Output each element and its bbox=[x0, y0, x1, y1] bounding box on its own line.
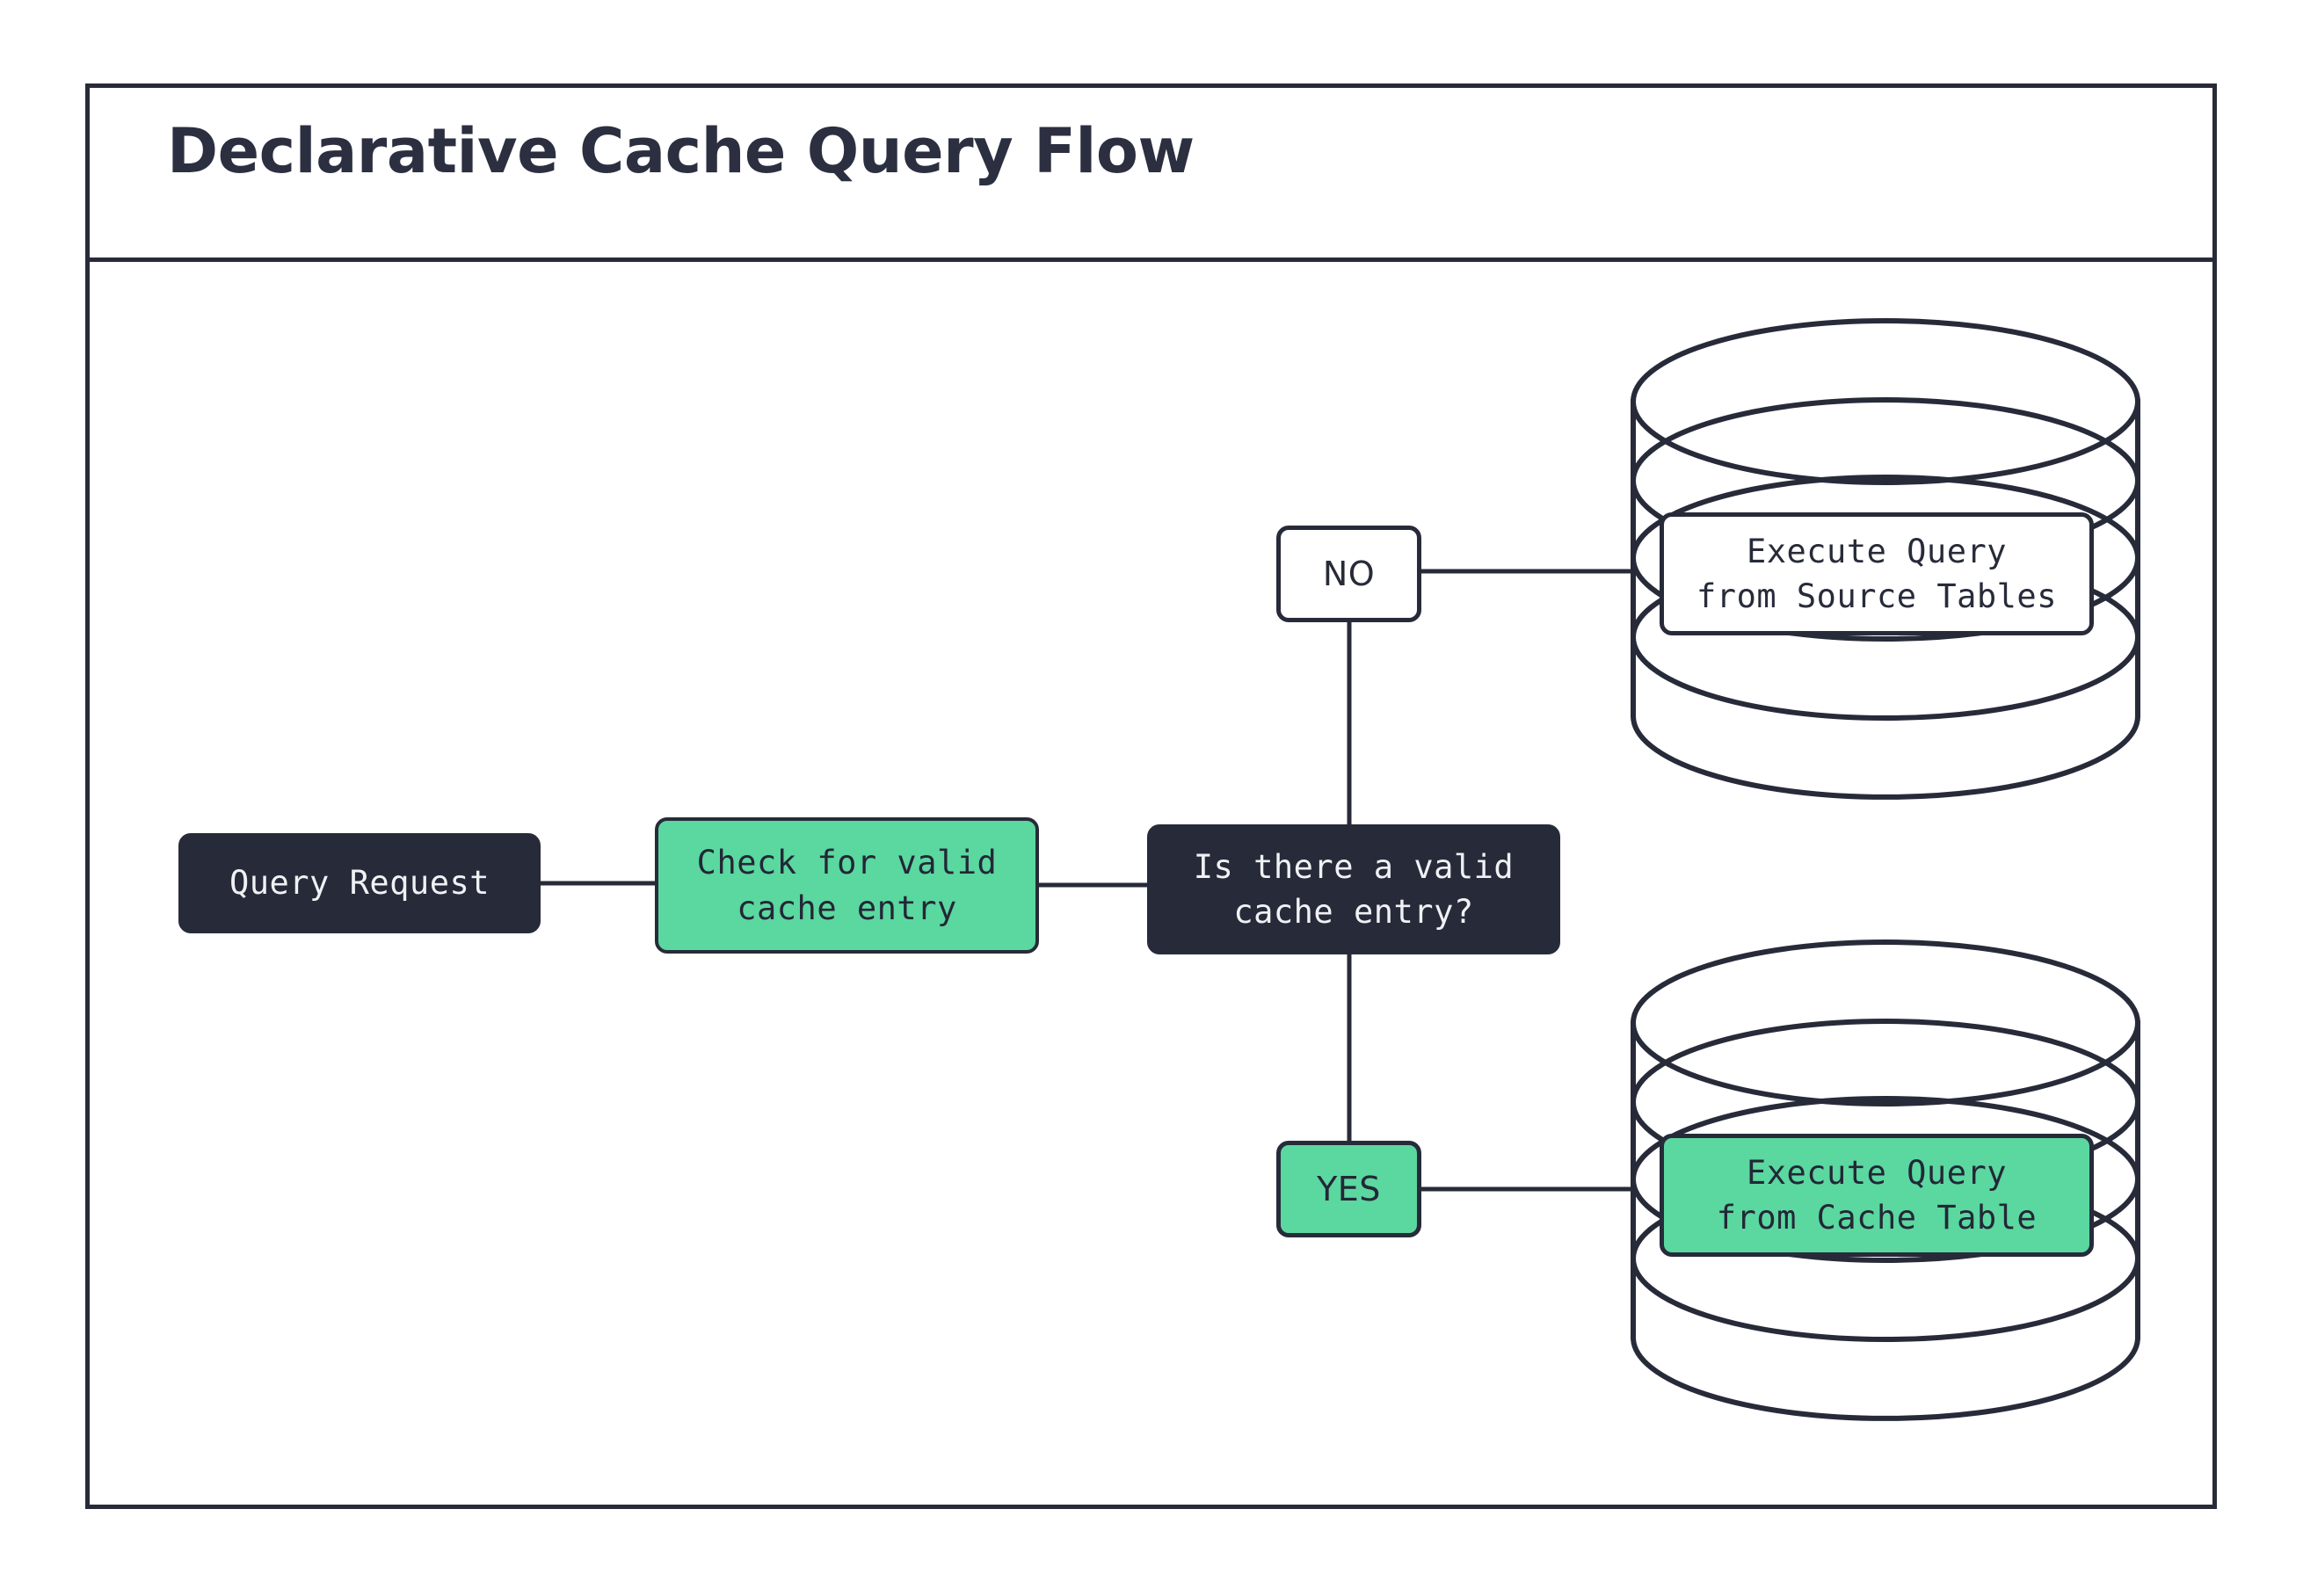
diagram-frame bbox=[85, 83, 2217, 1509]
title-divider bbox=[85, 258, 2217, 262]
node-execute-query-from-source-tables[interactable]: Execute Query from Source Tables bbox=[1660, 512, 2094, 635]
page-title: Declarative Cache Query Flow bbox=[167, 115, 1195, 187]
node-check-for-valid-cache-entry[interactable]: Check for valid cache entry bbox=[655, 817, 1039, 954]
node-query-request[interactable]: Query Request bbox=[178, 833, 541, 933]
node-decision-valid-cache-entry[interactable]: Is there a valid cache entry? bbox=[1147, 824, 1560, 954]
node-execute-query-from-cache-table[interactable]: Execute Query from Cache Table bbox=[1660, 1134, 2094, 1257]
branch-label-no[interactable]: NO bbox=[1276, 526, 1421, 622]
branch-label-yes[interactable]: YES bbox=[1276, 1141, 1421, 1237]
